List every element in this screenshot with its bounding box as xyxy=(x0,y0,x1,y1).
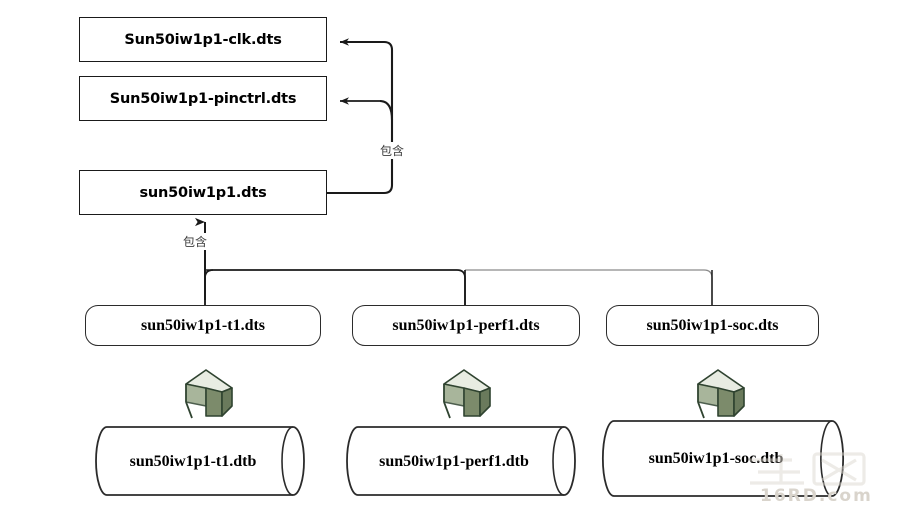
node-label: sun50iw1p1-t1.dts xyxy=(140,316,266,334)
edge-label-include-right: 包含 xyxy=(379,142,406,159)
node-label: sun50iw1p1-perf1.dts xyxy=(392,316,540,334)
node-sun50iw1p1-t1-dts[interactable]: sun50iw1p1-t1.dts xyxy=(85,305,321,346)
compile-arrow-icon xyxy=(690,362,752,420)
node-sun50iw1p1-pinctrl-dts[interactable]: Sun50iw1p1-pinctrl.dts xyxy=(79,76,327,121)
wire-root-to-clk xyxy=(327,38,394,195)
node-sun50iw1p1-dts[interactable]: sun50iw1p1.dts xyxy=(79,170,327,215)
wire-bus-t1-perf1 xyxy=(204,269,466,305)
node-label: Sun50iw1p1-pinctrl.dts xyxy=(109,90,297,107)
node-sun50iw1p1-clk-dts[interactable]: Sun50iw1p1-clk.dts xyxy=(79,17,327,62)
node-sun50iw1p1-perf1-dtb[interactable] xyxy=(344,424,582,499)
node-sun50iw1p1-soc-dts[interactable]: sun50iw1p1-soc.dts xyxy=(606,305,819,346)
wire-pinctrl-elbow xyxy=(379,99,394,121)
compile-arrow-icon xyxy=(436,362,498,420)
wire-bus-soc xyxy=(465,269,713,305)
node-label: sun50iw1p1-soc.dts xyxy=(646,316,779,334)
compile-arrow-icon xyxy=(178,362,240,420)
node-sun50iw1p1-soc-dtb[interactable] xyxy=(600,418,852,500)
node-sun50iw1p1-perf1-dts[interactable]: sun50iw1p1-perf1.dts xyxy=(352,305,580,346)
node-sun50iw1p1-t1-dtb[interactable] xyxy=(93,424,311,499)
wire-t1-riser xyxy=(204,269,214,305)
edge-label-include-bottom: 包含 xyxy=(182,233,209,250)
node-label: sun50iw1p1.dts xyxy=(139,184,267,201)
watermark-site-text: 16RD.com xyxy=(760,486,873,506)
node-label: Sun50iw1p1-clk.dts xyxy=(124,31,282,48)
